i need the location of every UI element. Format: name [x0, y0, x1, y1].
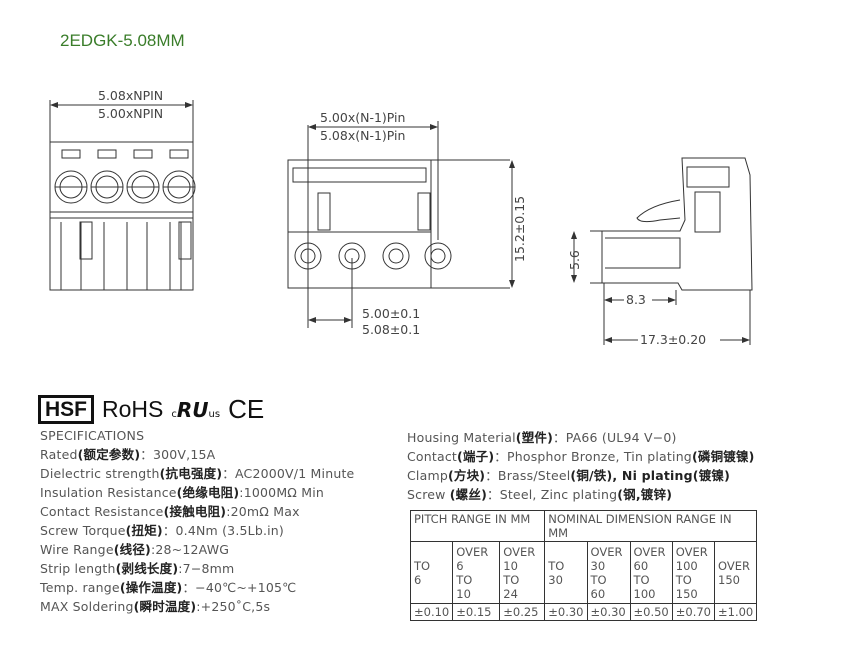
pin-hole [344, 248, 360, 264]
pin-hole [388, 248, 404, 264]
pitch-label-2: 5.08±0.1 [362, 322, 420, 337]
range-cell: TO 30 [544, 541, 588, 604]
tolerance-cell: ±1.00 [713, 603, 758, 621]
spec-item: Rated(额定参数)：300V,15A [40, 447, 216, 462]
tolerance-cell: ±0.30 [586, 603, 631, 621]
rohs-logo: RoHS [102, 396, 164, 422]
tolerance-cell: ±0.30 [544, 603, 588, 621]
range-cell: OVER 30 TO 60 [586, 541, 631, 604]
pitch-label-1: 5.00±0.1 [362, 306, 420, 321]
range-cell: OVER 10 TO 24 [499, 541, 546, 604]
height-label: 15.2±0.15 [512, 196, 527, 262]
wire-slot [169, 149, 189, 159]
ul-logo: cRUus [171, 397, 221, 422]
certification-logos: HSF RoHS cRUus CE [38, 394, 264, 425]
tolerance-cell: ±0.10 [409, 603, 454, 621]
range-cell: OVER 6 TO 10 [452, 541, 501, 604]
spec-item: Screw Torque(扭矩)：0.4Nm (3.5Lb.in) [40, 523, 285, 538]
spec-item: Strip length(剥线长度):7−8mm [40, 561, 235, 576]
pin-hole [294, 242, 322, 270]
material-item: Contact(端子)：Phosphor Bronze, Tin plating… [407, 449, 755, 464]
tolerance-cell: ±0.50 [629, 603, 673, 621]
front-dim-label-1: 5.08xNPIN [98, 88, 163, 103]
tolerance-table: PITCH RANGE IN MM NOMINAL DIMENSION RANG… [409, 510, 758, 621]
side-height-label: 5.6 [567, 250, 582, 270]
top-view: 5.00x(N-1)Pin 5.08x(N-1)Pin 5.00±0.1 5.0… [287, 110, 527, 337]
tolerance-cell: ±0.15 [452, 603, 501, 621]
spec-item: Temp. range(操作温度)：−40℃~+105℃ [40, 580, 297, 595]
specifications-heading: SPECIFICATIONS [40, 428, 145, 443]
wire-slot [133, 149, 153, 159]
spec-item: Dielectric strength(抗电强度)：AC2000V/1 Minu… [40, 466, 355, 481]
pin-hole [300, 248, 316, 264]
front-view: 5.08xNPIN 5.00xNPIN [49, 88, 196, 291]
pin-hole [424, 242, 452, 270]
front-dim-label-2: 5.00xNPIN [98, 106, 163, 121]
range-cell: OVER 60 TO 100 [629, 541, 673, 604]
side-view: 5.6 8.3 17.3±0.20 [567, 157, 753, 347]
range-cell: TO 6 [409, 541, 454, 604]
material-item: Clamp(方块)：Brass/Steel(铜/铁), Ni plating(镀… [407, 468, 731, 483]
range-cell: OVER 150 [713, 541, 758, 604]
range-cell: OVER 100 TO 150 [671, 541, 716, 604]
hsf-logo: HSF [38, 395, 94, 424]
spec-item: Wire Range(线径):28~12AWG [40, 542, 230, 557]
spec-item: Contact Resistance(接触电阻):20mΩ Max [40, 504, 300, 519]
material-item: Housing Material(塑件)：PA66 (UL94 V−0) [407, 430, 677, 445]
pin-hole [382, 242, 410, 270]
side-depth-label: 8.3 [626, 292, 646, 307]
pitch-range-header: PITCH RANGE IN MM [409, 510, 546, 542]
pitch-total-label-1: 5.00x(N-1)Pin [320, 110, 405, 125]
pin-hole [338, 242, 366, 270]
wire-slot [97, 149, 117, 159]
product-title: 2EDGK-5.08MM [60, 31, 185, 50]
nominal-range-header: NOMINAL DIMENSION RANGE IN MM [544, 510, 758, 542]
pin-hole [430, 248, 446, 264]
wire-slot [61, 149, 81, 159]
pitch-total-label-2: 5.08x(N-1)Pin [320, 128, 405, 143]
specifications: SPECIFICATIONS Rated(额定参数)：300V,15A Diele… [40, 426, 354, 616]
tolerance-cell: ±0.25 [499, 603, 546, 621]
material-item: Screw (螺丝)：Steel, Zinc plating(钢,镀锌) [407, 487, 673, 502]
spec-item: MAX Soldering(瞬时温度):+250˚C,5s [40, 599, 271, 614]
materials: Housing Material(塑件)：PA66 (UL94 V−0) Cont… [407, 428, 755, 504]
technical-drawing: 5.08xNPIN 5.00xNPIN 5.00x(N-1)Pin 5.08x(… [49, 88, 753, 347]
ce-logo: CE [228, 394, 265, 424]
tolerance-cell: ±0.70 [671, 603, 716, 621]
side-length-label: 17.3±0.20 [640, 332, 706, 347]
spec-item: Insulation Resistance(绝缘电阻):1000MΩ Min [40, 485, 325, 500]
